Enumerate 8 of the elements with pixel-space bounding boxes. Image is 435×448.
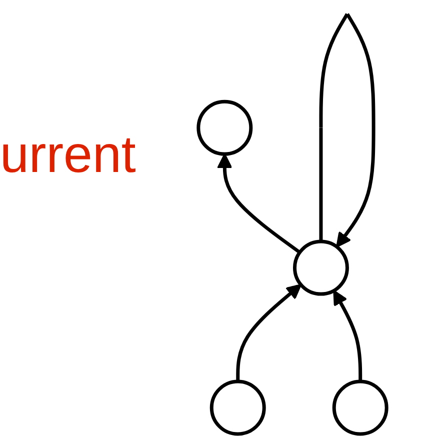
arrow xyxy=(216,153,301,254)
caption-text: urrent xyxy=(0,125,137,185)
arrow xyxy=(333,290,362,382)
node-circle xyxy=(210,380,266,436)
node-circle xyxy=(196,100,253,156)
node-circle xyxy=(292,240,349,296)
node-circle xyxy=(332,380,388,436)
arrow xyxy=(236,284,302,382)
